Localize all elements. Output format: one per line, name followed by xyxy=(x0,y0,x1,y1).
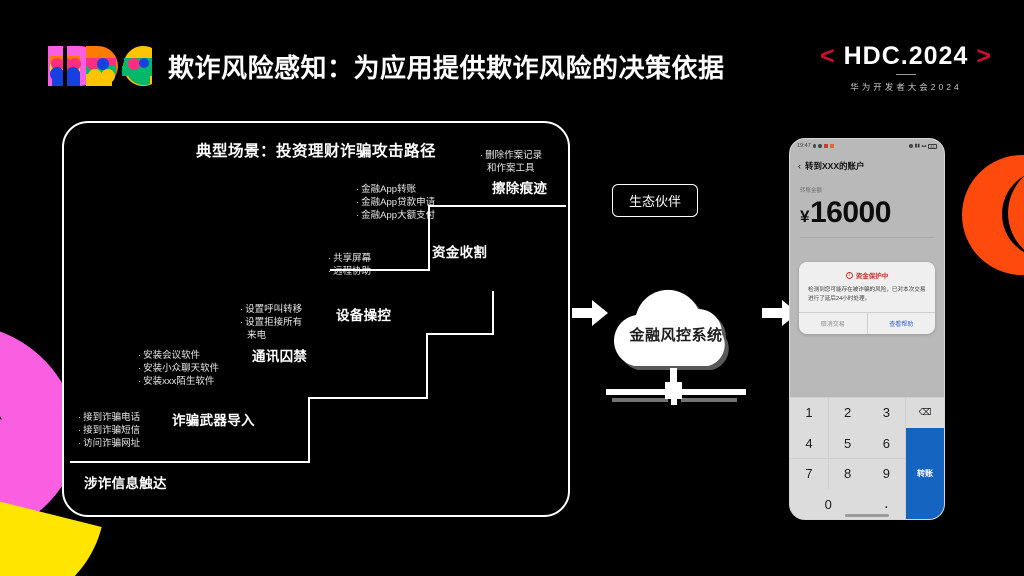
step-5-label: 资金收割 xyxy=(432,245,488,260)
back-arrow-icon[interactable]: ‹ xyxy=(798,161,801,171)
hdc-logo-icon xyxy=(30,44,156,88)
status-wifi-icon: ▮▮ xyxy=(914,143,920,149)
risk-control-cloud: 金融风控系统 xyxy=(586,288,766,413)
cloud-shape xyxy=(613,289,729,370)
dialog-title-row: ! 资金保护中 xyxy=(799,262,935,280)
numeric-keypad: 1 2 3 ⌫ 4 5 6 转账 7 8 9 0 . xyxy=(790,397,944,519)
key-3[interactable]: 3 xyxy=(867,397,906,428)
step-5-bullets: 金融App转账 金融App贷款申请 金融App大额支付 xyxy=(356,183,435,222)
step-5-bullet-2: 金融App贷款申请 xyxy=(356,196,435,209)
step-3-bullet-3: 来电 xyxy=(247,330,267,341)
status-app-icon-2 xyxy=(829,144,834,148)
step-1-top-line xyxy=(70,461,310,463)
brand-divider xyxy=(896,74,916,75)
status-dot-icon-2 xyxy=(818,144,822,148)
step-3-label: 通讯囚禁 xyxy=(252,349,308,364)
phone-status-bar: 19:47 ▮▮ ▴▴ 83 xyxy=(790,139,944,153)
status-notify-icon xyxy=(909,144,913,148)
key-2[interactable]: 2 xyxy=(828,397,867,428)
step-3-bullet-2: 设置拒接所有 xyxy=(240,316,302,329)
cancel-transaction-button[interactable]: 取消交易 xyxy=(799,313,868,334)
page-title: 欺诈风险感知：为应用提供欺诈风险的决策依据 xyxy=(168,53,725,83)
transfer-button[interactable]: 转账 xyxy=(906,428,944,519)
status-dot-icon xyxy=(812,144,817,148)
step-4-bullet-2: 远程协助 xyxy=(328,265,371,278)
step-5-bullet-3: 金融App大额支付 xyxy=(356,209,435,222)
view-help-button[interactable]: 查看帮助 xyxy=(889,322,914,328)
currency-symbol: ¥ xyxy=(800,207,809,226)
step-4-label: 设备操控 xyxy=(336,308,392,323)
step-5-bullet-1: 金融App转账 xyxy=(356,183,435,196)
step-6-top-line xyxy=(428,205,566,207)
key-9[interactable]: 9 xyxy=(867,458,906,489)
step-2-riser xyxy=(426,335,428,399)
step-6-bullet-2: 和作案工具 xyxy=(487,163,535,174)
battery-icon: 83 xyxy=(928,143,937,149)
step-1-label: 涉诈信息触达 xyxy=(84,476,167,491)
fund-protection-dialog: ! 资金保护中 检测到您可能存在被诈骗的风险，已对本次交易进行了延后24小时处理… xyxy=(799,262,935,334)
server-rack-shape xyxy=(606,368,746,405)
brand-main-text: HDC.2024 xyxy=(843,42,969,70)
step-2-bullets: 安装会议软件 安装小众聊天软件 安装xxx陌生软件 xyxy=(138,349,219,388)
brand-subtitle: 华为开发者大会2024 xyxy=(850,82,962,92)
cloud-label: 金融风控系统 xyxy=(629,327,723,344)
step-2-top-line xyxy=(308,397,428,399)
step-6-bullet-1: 删除作案记录 xyxy=(480,149,542,162)
dialog-title: 资金保护中 xyxy=(855,273,889,280)
step-1-bullet-3: 访问诈骗网址 xyxy=(78,437,140,450)
step-4-bullets: 共享屏幕 远程协助 xyxy=(328,252,371,278)
amount-value: 16000 xyxy=(809,196,891,229)
status-signal-icon: ▴▴ xyxy=(921,143,927,149)
warning-icon: ! xyxy=(845,271,853,279)
phone-nav-title: 转到XXX的账户 xyxy=(805,161,865,171)
hdc-brand: < HDC.2024 > 华为开发者大会2024 xyxy=(806,42,1006,93)
slide-header: 欺诈风险感知：为应用提供欺诈风险的决策依据 < HDC.2024 > 华为开发者… xyxy=(0,0,1024,110)
arrow-panel-to-cloud xyxy=(572,300,608,326)
key-7[interactable]: 7 xyxy=(790,458,828,489)
key-1[interactable]: 1 xyxy=(790,397,828,428)
key-4[interactable]: 4 xyxy=(790,428,828,458)
phone-mockup: 19:47 ▮▮ ▴▴ 83 ‹ 转到XXX的账户 转账金额 ¥ 16000 xyxy=(789,138,945,520)
amount-value-row: ¥ 16000 xyxy=(790,194,944,230)
phone-nav-bar: ‹ 转到XXX的账户 xyxy=(790,153,944,174)
dialog-actions: 取消交易 查看帮助 xyxy=(799,312,935,334)
home-indicator xyxy=(845,514,889,517)
step-2-bullet-3: 安装xxx陌生软件 xyxy=(138,375,219,388)
step-2-bullet-2: 安装小众聊天软件 xyxy=(138,362,219,375)
step-3-riser xyxy=(492,291,494,335)
scenario-panel: 典型场景：投资理财诈骗攻击路径 接到诈骗电话 接到诈骗短信 访问诈骗网址 涉诈信… xyxy=(62,121,570,517)
attack-path-staircase: 接到诈骗电话 接到诈骗短信 访问诈骗网址 涉诈信息触达 安装会议软件 安装小众聊… xyxy=(64,123,572,519)
key-5[interactable]: 5 xyxy=(828,428,867,458)
step-4-bullet-1: 共享屏幕 xyxy=(328,252,371,265)
key-6[interactable]: 6 xyxy=(867,428,906,458)
key-8[interactable]: 8 xyxy=(828,458,867,489)
step-6-bullets: 删除作案记录 和作案工具 xyxy=(480,149,542,175)
step-3-top-line xyxy=(426,333,494,335)
step-2-bullet-1: 安装会议软件 xyxy=(138,349,219,362)
backspace-key-icon[interactable]: ⌫ xyxy=(906,397,944,428)
step-1-riser xyxy=(308,399,310,463)
panel-title: 典型场景：投资理财诈骗攻击路径 xyxy=(195,143,436,160)
amount-underline xyxy=(800,237,934,238)
step-3-bullet-1: 设置呼叫转移 xyxy=(240,303,302,316)
step-6-label: 擦除痕迹 xyxy=(492,181,548,196)
status-time: 19:47 xyxy=(797,143,811,149)
brand-chevron-right: > xyxy=(976,42,992,70)
step-5-top-line xyxy=(330,269,430,271)
status-app-icon xyxy=(823,144,828,148)
step-2-label: 诈骗武器导入 xyxy=(172,413,255,428)
step-1-bullet-2: 接到诈骗短信 xyxy=(78,424,140,437)
step-1-bullet-1: 接到诈骗电话 xyxy=(78,411,140,424)
step-3-bullets: 设置呼叫转移 设置拒接所有 来电 xyxy=(240,303,302,342)
ecosystem-partner-badge[interactable]: 生态伙伴 xyxy=(612,184,699,217)
step-1-bullets: 接到诈骗电话 接到诈骗短信 访问诈骗网址 xyxy=(78,411,140,450)
amount-label: 转账金额 xyxy=(800,188,823,194)
dialog-body: 检测到您可能存在被诈骗的风险，已对本次交易进行了延后24小时处理。 xyxy=(808,287,926,302)
brand-chevron-left: < xyxy=(820,42,836,70)
step-5-riser xyxy=(428,207,430,271)
